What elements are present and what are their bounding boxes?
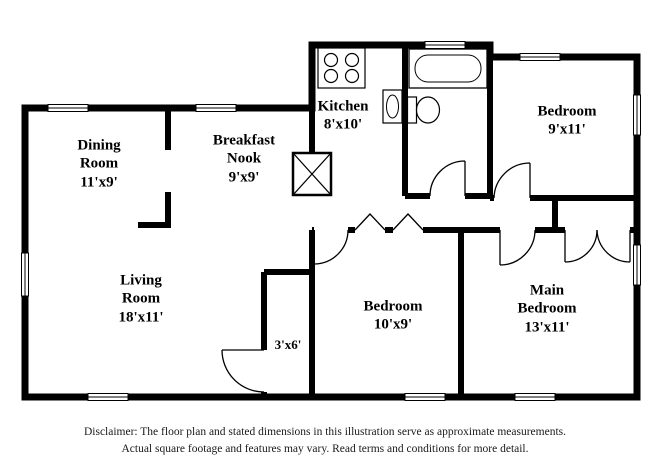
room-label-closet: 3'x6' [263, 337, 313, 353]
room-name: Dining Room [77, 137, 121, 172]
room-label-breakfast-nook: Breakfast Nook 9'x9' [198, 132, 290, 187]
door-swing-arc [221, 160, 631, 393]
window [632, 244, 642, 286]
room-name: Breakfast Nook [212, 132, 276, 167]
bathtub-icon [408, 48, 488, 89]
window [519, 52, 561, 62]
room-label-bedroom-top-right: Bedroom 9'x11' [522, 103, 612, 140]
room-dims: 8'x10' [323, 117, 363, 133]
room-dims: 11'x9' [80, 174, 118, 191]
room-dims: 9'x11' [548, 122, 586, 138]
room-label-living-room: Living Room 18'x11' [109, 272, 173, 327]
bifold-door-icon [354, 213, 424, 231]
room-label-main-bedroom: Main Bedroom 13'x11' [507, 282, 587, 337]
stove-icon [317, 47, 366, 89]
room-dims: 10'x9' [373, 317, 413, 333]
room-label-kitchen: Kitchen 8'x10' [303, 98, 383, 135]
window [20, 252, 30, 297]
room-name: Kitchen [317, 98, 369, 115]
window [47, 103, 89, 113]
room-dims: 13'x11' [524, 319, 570, 336]
room-label-dining-room: Dining Room 11'x9' [64, 137, 134, 192]
disclaimer: Disclaimer: The floor plan and stated di… [0, 424, 650, 457]
room-dims: 3'x6' [274, 337, 302, 353]
window [87, 392, 129, 402]
room-label-bedroom-bottom-middle: Bedroom 10'x9' [348, 298, 438, 335]
disclaimer-line-1: Disclaimer: The floor plan and stated di… [83, 426, 567, 438]
room-dims: 9'x9' [228, 169, 260, 186]
disclaimer-line-2: Actual square footage and features may v… [121, 442, 529, 455]
room-name: Bedroom [363, 298, 423, 315]
room-name: Bedroom [537, 103, 597, 120]
toilet-icon [406, 96, 441, 124]
window [404, 392, 446, 402]
window [514, 392, 556, 402]
utility-closet-icon [291, 151, 333, 197]
room-dims: 18'x11' [118, 309, 164, 326]
window [195, 103, 237, 113]
room-name: Living Room [120, 272, 162, 307]
kitchen-sink-icon [382, 89, 403, 124]
room-name: Main Bedroom [517, 282, 577, 317]
window [632, 94, 642, 136]
interior-walls [138, 45, 637, 397]
